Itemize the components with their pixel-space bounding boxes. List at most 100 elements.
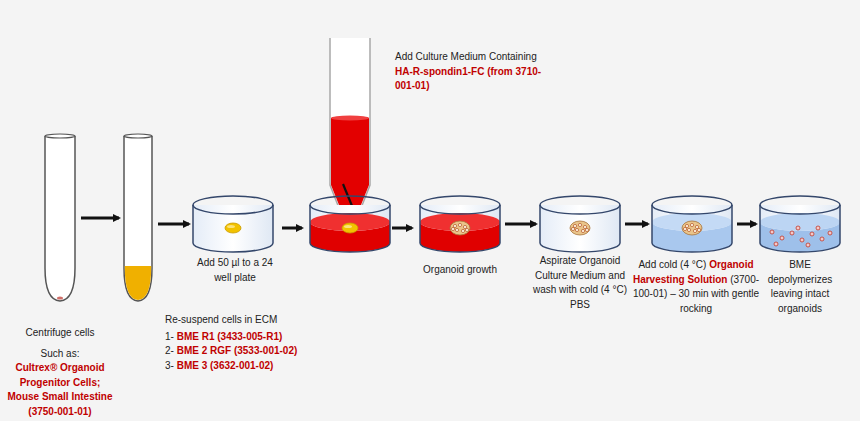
- caption-line: 1- BME R1 (3433-005-R1): [165, 330, 335, 345]
- organoid: [693, 229, 696, 232]
- organoid: [810, 232, 814, 236]
- step-text: Organoid growth: [423, 264, 497, 275]
- dish-rim: [540, 196, 620, 214]
- organoid-dome: [450, 221, 470, 235]
- organoid: [800, 238, 804, 242]
- organoid: [780, 236, 784, 240]
- organoid: [806, 243, 810, 247]
- step-text: Aspirate Organoid Culture Medium and was…: [533, 255, 627, 310]
- dish-rim: [420, 196, 500, 214]
- product-name: BME 3 (3632-001-02): [177, 360, 274, 371]
- dish-rim: [760, 196, 840, 214]
- step-text: BME depolymerizes leaving intact organoi…: [768, 259, 832, 314]
- organoid: [455, 228, 458, 231]
- product-name: HA-R-spondin1-FC (from 3710-001-01): [395, 66, 541, 92]
- step-caption: Organoid growth: [400, 263, 520, 278]
- step-arrow: [81, 217, 119, 220]
- organoid: [578, 223, 581, 226]
- organoid: [820, 237, 824, 241]
- step-text: 2-: [165, 345, 174, 356]
- organoid: [695, 225, 698, 228]
- organoid: [774, 242, 778, 246]
- pipette-step: Add Culture Medium Containing HA-R-spond…: [329, 36, 372, 192]
- step-caption: BME depolymerizes leaving intact organoi…: [760, 258, 840, 316]
- well-dish: [420, 196, 500, 252]
- organoid: [683, 227, 686, 230]
- organoid-dome: [682, 221, 702, 235]
- step-text: Add 50 µl to a 24 well plate: [197, 257, 273, 283]
- well-dish: [193, 196, 273, 252]
- caption-line: Cultrex® Organoid Progenitor Cells; Mous…: [3, 361, 117, 419]
- liquid-surface: [760, 213, 840, 231]
- step-caption: Add Culture Medium Containing HA-R-spond…: [395, 50, 545, 94]
- step-text: 3-: [165, 360, 174, 371]
- organoid: [573, 224, 576, 227]
- organoid: [465, 228, 468, 231]
- ecm-dome: [342, 223, 358, 233]
- well-dish: [540, 196, 620, 252]
- organoid: [685, 224, 688, 227]
- step-arrow: [158, 223, 189, 226]
- step-text: Such as:: [41, 348, 80, 359]
- caption-line: 3- BME 3 (3632-001-02): [165, 359, 335, 374]
- organoid: [697, 228, 700, 231]
- step-text: Re-suspend cells in ECM: [165, 314, 277, 325]
- centrifuge-tube: [45, 136, 75, 301]
- step-text: Add cold (4 °C): [638, 259, 706, 270]
- medium-surface: [331, 116, 369, 121]
- dome-highlight: [227, 225, 235, 228]
- dish-rim: [652, 196, 732, 214]
- organoid: [770, 230, 774, 234]
- organoid: [687, 228, 690, 231]
- well-plate-step: Add 50 µl to a 24 well plate: [193, 195, 274, 253]
- caption-line: Re-suspend cells in ECM: [165, 313, 335, 328]
- cell-pellet: [57, 296, 63, 299]
- organoid-growth-step: Organoid growth: [420, 195, 501, 253]
- wash-step: Aspirate Organoid Culture Medium and was…: [540, 195, 621, 253]
- organoid: [585, 228, 588, 231]
- organoid: [453, 224, 456, 227]
- product-name: BME 2 RGF (3533-001-02): [177, 345, 298, 356]
- organoid: [463, 225, 466, 228]
- organoid: [790, 231, 794, 235]
- organoid: [690, 223, 693, 226]
- dish-rim: [310, 196, 390, 214]
- caption-line: Organoid growth: [400, 263, 520, 278]
- dome-highlight: [344, 225, 352, 228]
- product-name: Cultrex® Organoid Progenitor Cells; Mous…: [7, 362, 112, 417]
- step-caption: Aspirate Organoid Culture Medium and was…: [524, 254, 636, 312]
- step-caption: Add 50 µl to a 24 well plate: [197, 256, 273, 285]
- tube-rim: [45, 134, 75, 138]
- caption-line: Add 50 µl to a 24 well plate: [197, 256, 273, 285]
- centrifuge-tube: [124, 136, 152, 301]
- organoid: [575, 228, 578, 231]
- step-arrow: [505, 223, 536, 226]
- organoid: [461, 229, 464, 232]
- organoid: [458, 223, 461, 226]
- centrifuge-tube-step: Centrifuge cellsSuch as:Cultrex® Organoi…: [44, 133, 77, 303]
- step-arrow: [282, 227, 302, 230]
- depolymerize-step: BME depolymerizes leaving intact organoi…: [760, 195, 841, 253]
- organoid: [796, 226, 800, 230]
- well-dish: [310, 196, 390, 252]
- organoid: [451, 227, 454, 230]
- caption-line: BME depolymerizes leaving intact organoi…: [760, 258, 840, 316]
- dish-rim: [193, 196, 273, 214]
- well-dish: [760, 196, 840, 252]
- step-text: Centrifuge cells: [26, 327, 95, 338]
- caption-line: Such as:: [3, 347, 117, 362]
- ecm-dome: [225, 223, 241, 233]
- caption-line: Aspirate Organoid Culture Medium and was…: [524, 254, 636, 312]
- step-caption: Re-suspend cells in ECM 1- BME R1 (3433-0…: [165, 313, 335, 373]
- organoid: [816, 226, 820, 230]
- organoid: [828, 231, 832, 235]
- organoid: [581, 229, 584, 232]
- well-dish: [652, 196, 732, 252]
- step-arrow: [392, 227, 412, 230]
- step-text: Add Culture Medium Containing: [395, 51, 537, 62]
- ecm-suspension: [125, 266, 151, 300]
- caption-line: 2- BME 2 RGF (3533-001-02): [165, 344, 335, 359]
- step-arrow: [737, 223, 756, 226]
